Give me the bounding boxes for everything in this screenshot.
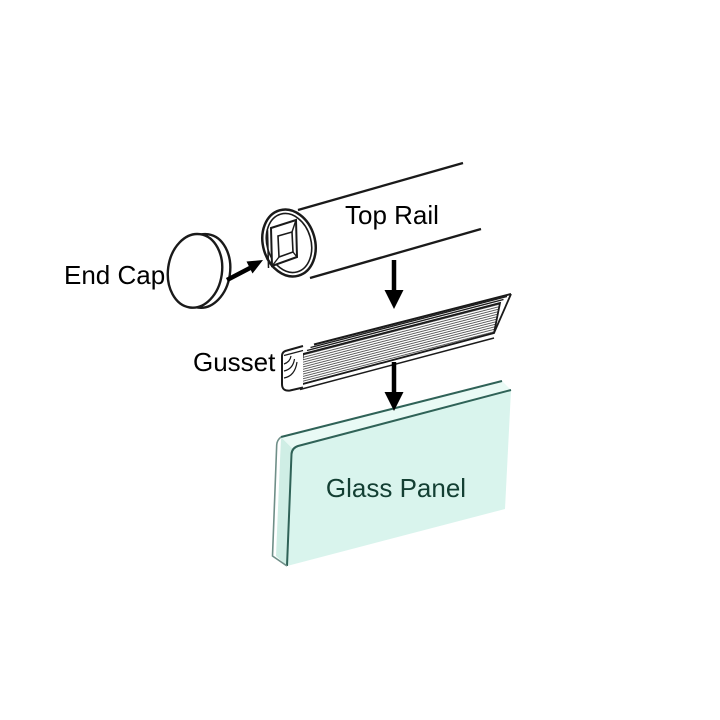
- top-rail-shape: Top Rail: [261, 161, 482, 280]
- gusset-end-profile: [281, 345, 304, 392]
- end-cap-label: End Cap: [64, 260, 165, 290]
- gusset-shape: Gusset: [193, 293, 512, 392]
- end-cap-insert-arrow: [225, 260, 263, 282]
- rail-end-channel: [266, 218, 299, 269]
- down-arrow-gusset-to-glass: [384, 362, 404, 411]
- top-rail-label: Top Rail: [345, 200, 439, 230]
- glass-panel-shape: Glass Panel: [271, 380, 512, 567]
- glass-panel-left-edge: [271, 436, 288, 567]
- end-cap-face: [166, 232, 224, 309]
- down-arrow-rail-to-gusset: [384, 260, 404, 309]
- glass-panel-top-face: [281, 381, 511, 448]
- glass-panel-back-top-edge: [280, 380, 503, 438]
- glass-panel-front-face: [287, 390, 511, 566]
- glass-panel-label: Glass Panel: [326, 473, 466, 503]
- glass-panel-front-top-edge: [286, 389, 512, 567]
- gusset-label: Gusset: [193, 347, 276, 377]
- end-cap-shape: [166, 232, 232, 310]
